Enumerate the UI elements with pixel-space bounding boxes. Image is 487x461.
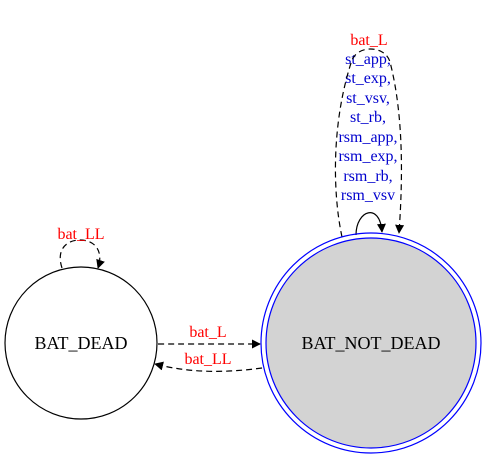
transition-notdead-to-dead-label: bat_LL [184, 351, 231, 368]
transition-notdead-self-solid-label-2: st_exp, [345, 70, 391, 87]
state-bat-not-dead-outer-ring [260, 232, 482, 454]
transition-notdead-self-solid-label-6: rsm_exp, [338, 148, 397, 165]
transition-notdead-self-solid-label-4: st_rb, [350, 109, 386, 126]
transition-notdead-self-solid-label-1: st_app, [345, 51, 391, 68]
transition-notdead-self-solid-arc [355, 212, 386, 236]
transition-notdead-self-solid-label-3: st_vsv, [346, 90, 390, 107]
transition-notdead-self-solid-label-5: rsm_app, [338, 129, 397, 146]
transition-notdead-to-dead: bat_LL [154, 351, 263, 372]
transition-dead-self-label: bat_LL [57, 226, 104, 243]
state-bat-not-dead-label: BAT_NOT_DEAD [302, 333, 441, 353]
transition-dead-to-notdead: bat_L [157, 324, 261, 349]
state-bat-dead-label: BAT_DEAD [35, 333, 128, 353]
transition-notdead-self-dashed-label: bat_L [350, 32, 387, 49]
state-bat-not-dead-circle [265, 237, 477, 449]
transition-notdead-self-dashed-arc [334, 48, 405, 238]
transition-notdead-self-solid-label-7: rsm_rb, [343, 168, 392, 185]
state-bat-not-dead: BAT_NOT_DEAD [260, 232, 482, 454]
transition-dead-self: bat_LL [57, 226, 105, 269]
transition-notdead-self-solid-label-8: rsm_vsv [341, 187, 395, 204]
transition-notdead-self-dashed: bat_L [334, 32, 405, 238]
transition-dead-to-notdead-label: bat_L [189, 324, 226, 341]
transition-notdead-to-dead-arc [154, 361, 263, 372]
state-bat-dead-circle [4, 266, 158, 420]
state-bat-dead: BAT_DEAD [4, 266, 158, 420]
transition-notdead-self-solid: st_app, st_exp, st_vsv, st_rb, rsm_app, … [338, 51, 398, 236]
transition-dead-self-arc [59, 239, 105, 269]
